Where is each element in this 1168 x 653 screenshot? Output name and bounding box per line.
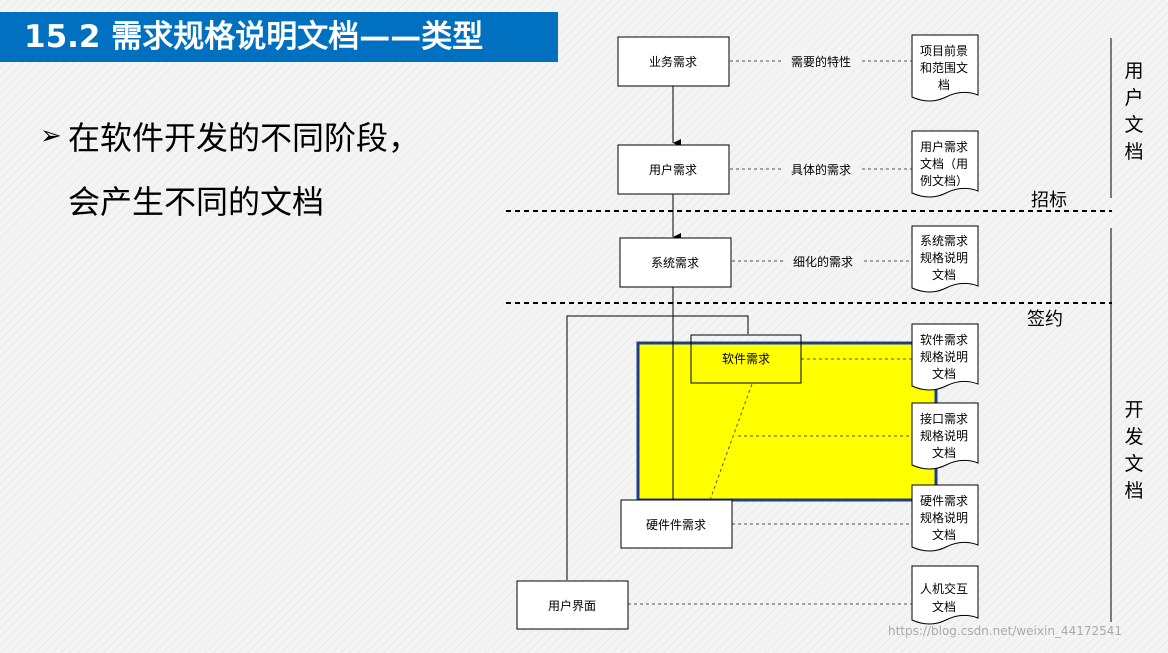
side-label-char: 发 bbox=[1124, 426, 1143, 448]
doc-line: 人机交互 bbox=[920, 581, 968, 596]
doc-project-vision: 项目前景 和范围文 档 bbox=[911, 34, 979, 102]
box-label: 用户界面 bbox=[548, 598, 596, 613]
doc-line: 软件需求 bbox=[920, 333, 968, 347]
doc-line: 规格说明 bbox=[920, 510, 968, 525]
relation-label-features: 需要的特性 bbox=[791, 54, 851, 69]
phase-label-contract: 签约 bbox=[1027, 309, 1063, 330]
dash-hardware-interface bbox=[709, 383, 753, 501]
doc-hci: 人机交互 文档 bbox=[911, 565, 979, 625]
box-label: 用户需求 bbox=[649, 162, 697, 177]
side-label-char: 开 bbox=[1124, 399, 1143, 421]
doc-line: 项目前景 bbox=[920, 43, 968, 58]
box-label: 业务需求 bbox=[649, 54, 697, 69]
side-label-char: 档 bbox=[1124, 480, 1143, 502]
doc-line: 硬件需求 bbox=[920, 494, 968, 508]
side-label-char: 文 bbox=[1124, 114, 1143, 136]
doc-line: 接口需求 bbox=[920, 411, 968, 426]
doc-line: 和范围文 bbox=[920, 60, 968, 75]
bullet-item: 会产生不同的文档 bbox=[40, 168, 420, 232]
doc-system-spec: 系统需求 规格说明 文档 bbox=[911, 225, 979, 293]
bullet-list: ➢ 在软件开发的不同阶段， 会产生不同的文档 bbox=[40, 104, 420, 232]
side-label-char: 户 bbox=[1124, 87, 1143, 109]
doc-line: 规格说明 bbox=[920, 250, 968, 265]
doc-line: 档 bbox=[938, 78, 950, 92]
label-mask bbox=[783, 52, 859, 70]
bullet-item: ➢ 在软件开发的不同阶段， bbox=[40, 104, 420, 168]
side-label-char: 文 bbox=[1124, 453, 1143, 475]
bullet-text: 会产生不同的文档 bbox=[68, 183, 325, 221]
relation-label-refined: 细化的需求 bbox=[793, 254, 853, 269]
box-business-requirements bbox=[617, 36, 730, 87]
doc-interface-spec: 接口需求 规格说明 文档 bbox=[911, 402, 979, 470]
slide-title: 15.2 需求规格说明文档——类型 bbox=[0, 12, 558, 62]
doc-hardware-spec: 硬件需求 规格说明 文档 bbox=[911, 484, 979, 552]
arrow-bullet-icon: ➢ bbox=[40, 121, 62, 151]
side-label-char: 用 bbox=[1124, 60, 1143, 82]
doc-software-spec: 软件需求 规格说明 文档 bbox=[911, 323, 979, 391]
doc-line: 用户需求 bbox=[920, 139, 968, 154]
box-label: 系统需求 bbox=[651, 256, 699, 270]
box-software-requirements bbox=[690, 334, 802, 384]
label-mask bbox=[785, 252, 861, 270]
side-label-char: 档 bbox=[1124, 141, 1143, 163]
box-system-requirements bbox=[619, 237, 732, 288]
doc-line: 文档 bbox=[932, 599, 956, 614]
doc-line: 文档 bbox=[932, 527, 956, 542]
phase-label-bidding: 招标 bbox=[1031, 190, 1067, 211]
box-user-interface bbox=[516, 580, 629, 630]
watermark-text: https://blog.csdn.net/weixin_44172541 bbox=[888, 624, 1123, 638]
box-label: 硬件件需求 bbox=[646, 518, 706, 532]
doc-line: 系统需求 bbox=[920, 234, 968, 248]
bullet-text: 在软件开发的不同阶段， bbox=[68, 119, 421, 157]
software-highlight-area bbox=[636, 341, 938, 502]
box-user-requirements bbox=[617, 144, 730, 195]
doc-line: 例文档） bbox=[920, 173, 968, 188]
label-mask bbox=[783, 160, 859, 178]
doc-line: 文档 bbox=[932, 366, 956, 381]
doc-line: 规格说明 bbox=[920, 428, 968, 443]
doc-line: 文档 bbox=[932, 445, 956, 460]
relation-label-specific: 具体的需求 bbox=[791, 162, 851, 177]
box-hardware-requirements bbox=[620, 499, 733, 549]
doc-line: 文档 bbox=[932, 267, 956, 282]
doc-line: 文档（用 bbox=[920, 156, 968, 171]
box-label: 软件需求 bbox=[722, 352, 770, 366]
line-software-to-ui bbox=[566, 315, 749, 580]
doc-user-requirements: 用户需求 文档（用 例文档） bbox=[911, 130, 979, 198]
doc-line: 规格说明 bbox=[920, 349, 968, 364]
